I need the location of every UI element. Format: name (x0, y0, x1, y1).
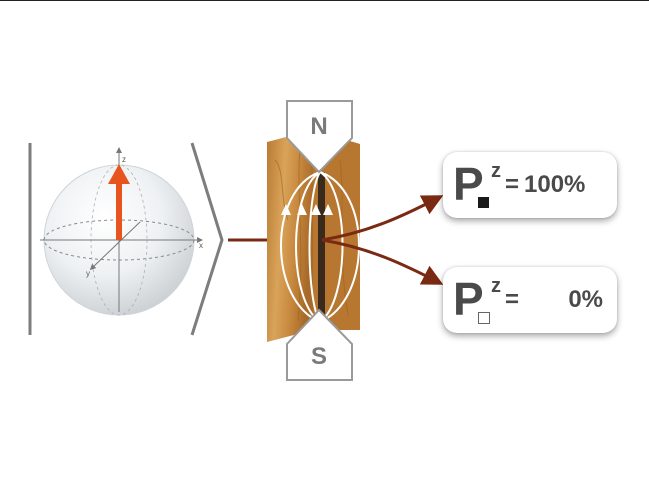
result-card-spin-down: P z = 0% (443, 267, 617, 333)
probability-value-down: 0% (568, 286, 603, 313)
deflected-beam-down (321, 238, 444, 285)
magnetic-field-lines (280, 171, 360, 323)
filled-square-icon (478, 197, 489, 208)
probability-superscript: z (491, 160, 501, 182)
south-pole-label: S (311, 343, 327, 370)
result-card-spin-up: P z = 100% (443, 152, 617, 218)
empty-square-icon (478, 312, 490, 324)
y-axis-label: y (86, 269, 90, 278)
probability-symbol-up: P z (451, 157, 501, 213)
probability-value-up: 100% (524, 171, 586, 198)
equals-sign: = (505, 286, 520, 313)
bloch-sphere-icon (40, 147, 203, 316)
x-axis-label: x (199, 241, 203, 250)
probability-symbol-down: P z (451, 272, 501, 328)
equals-sign: = (505, 171, 520, 198)
north-pole (286, 100, 353, 174)
deflected-beam-up (321, 195, 444, 242)
north-pole-label: N (310, 113, 327, 140)
top-border-line (0, 0, 649, 1)
ket-right-angle (190, 142, 224, 336)
probability-superscript: z (491, 275, 501, 297)
south-pole (286, 308, 353, 381)
z-axis-label: z (122, 155, 126, 164)
